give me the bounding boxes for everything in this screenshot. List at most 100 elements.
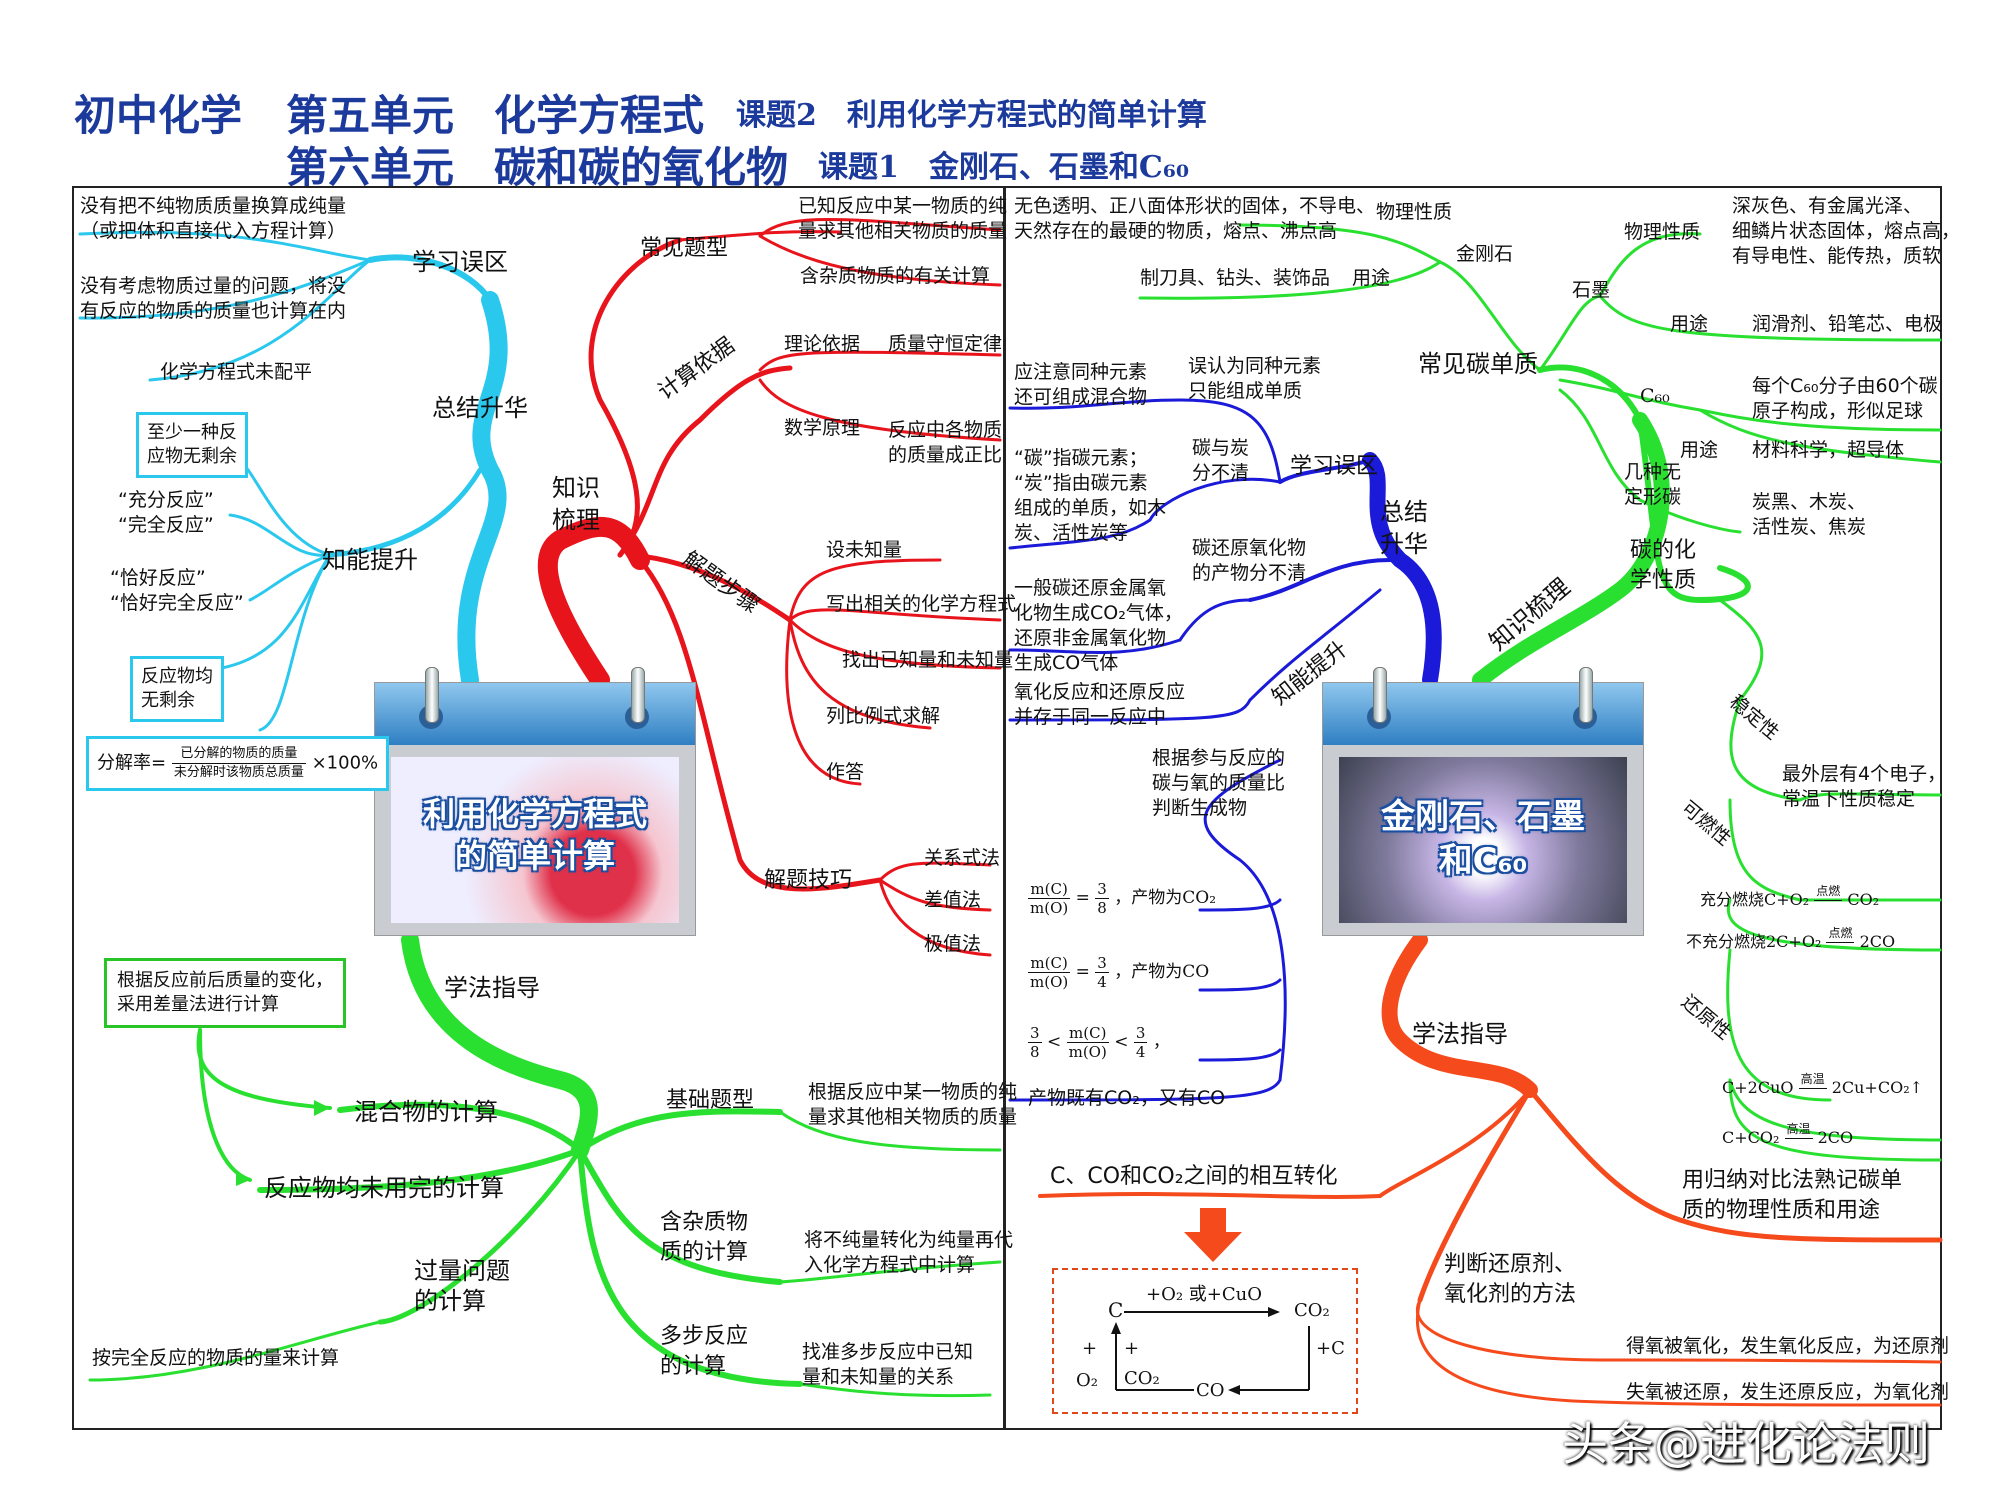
sm-wuli: 物理性质 xyxy=(1624,221,1701,243)
jgs-use: 制刀具、钻头、装饰品 xyxy=(1140,267,1331,289)
jiqiao-2: 差值法 xyxy=(924,889,982,911)
cycle-plus-c: +C xyxy=(1316,1338,1345,1359)
step-5: 作答 xyxy=(826,761,865,783)
wuqu-item-1: 没有把不纯物质质量换算成纯量（或把体积直接代入方程计算） xyxy=(80,195,347,242)
title-unit6: 第六单元 xyxy=(286,143,455,192)
zhuanhua-title: C、CO和CO₂之间的相互转化 xyxy=(1050,1164,1338,1189)
watermark: 头条@进化论法则 xyxy=(1562,1417,1930,1471)
branch-zhishi-shuli: 知识梳理 xyxy=(552,474,600,534)
guoliang-desc: 按完全反应的物质的量来计算 xyxy=(92,1347,340,1369)
branch-xuefa-zhidao: 学法指导 xyxy=(444,974,540,1002)
changjian-item-2: 含杂质物质的有关计算 xyxy=(800,265,991,287)
c60-use: 材料科学，超导体 xyxy=(1752,439,1905,461)
cycle-co2: CO₂ xyxy=(1294,1300,1330,1321)
cycle-plus-left: + xyxy=(1082,1338,1098,1359)
jichu-tixing: 基础题型 xyxy=(666,1088,755,1113)
yanghua-huanyuan: 氧化反应和还原反应并存于同一反应中 xyxy=(1014,681,1186,728)
wuqu-item-3: 化学方程式未配平 xyxy=(160,361,313,383)
zazhi-jisuan: 含杂质物质的计算 xyxy=(660,1210,749,1265)
ratio-3-result: 产物既有CO₂，又有CO xyxy=(1028,1087,1226,1109)
panduan-fangfa: 判断还原剂、氧化剂的方法 xyxy=(1444,1252,1577,1307)
title-lesson1: 课题1 金刚石、石墨和C₆₀ xyxy=(818,150,1190,185)
duobu-jisuan: 多步反应的计算 xyxy=(660,1324,749,1379)
sm-yongtu: 用途 xyxy=(1670,313,1709,335)
branch-right-zongjie: 总结升华 xyxy=(1380,498,1428,558)
step-2: 写出相关的化学方程式 xyxy=(826,593,1017,615)
ranshao-2: 不充分燃烧2C+O₂ 点燃 2CO xyxy=(1686,926,1896,951)
title-unit6-name: 碳和碳的氧化物 xyxy=(494,143,789,192)
note-box-2: 反应物均无剩余 xyxy=(130,656,224,722)
shimo: 石墨 xyxy=(1572,279,1611,301)
sm-use: 润滑剂、铅笔芯、电极 xyxy=(1752,313,1943,335)
cycle-plus-mid: + xyxy=(1124,1338,1140,1359)
calendar-ring-right xyxy=(631,667,645,723)
wuqu-1-left: 应注意同种元素还可组成混合物 xyxy=(1014,361,1148,408)
jingangshi: 金刚石 xyxy=(1456,243,1514,265)
wuqu-2-right: 碳与炭分不清 xyxy=(1192,437,1250,484)
cycle-condition: +O₂ 或+CuO xyxy=(1146,1284,1262,1305)
step-4: 列比例式求解 xyxy=(826,705,941,727)
weiyong-jisuan: 反应物均未用完的计算 xyxy=(264,1174,504,1202)
branch-jieti-jiqiao: 解题技巧 xyxy=(764,868,853,893)
sm-desc: 深灰色、有金属光泽、细鳞片状态固体，熔点高，有导电性、能传热，质软 xyxy=(1732,195,1961,267)
panduan-2: 失氧被还原，发生还原反应，为氧化剂 xyxy=(1626,1381,1950,1403)
step-3: 找出已知量和未知量 xyxy=(842,649,1014,671)
jiqiao-1: 关系式法 xyxy=(924,847,1001,869)
huanyuan-1: C+2CuO 高温 2Cu+CO₂↑ xyxy=(1722,1072,1924,1097)
jizhong-desc: 炭黑、木炭、活性炭、焦炭 xyxy=(1752,491,1867,538)
lilun-yiju: 理论依据 xyxy=(784,333,861,355)
hy-desc-right: 碳还原氧化物的产物分不清 xyxy=(1192,537,1307,584)
jizhong-wudingxing: 几种无定形碳 xyxy=(1624,461,1682,508)
zhengbi: 反应中各物质的质量成正比 xyxy=(888,419,1003,466)
branch-zongjie-shenghua: 总结升华 xyxy=(432,394,528,422)
jiqiao-3: 极值法 xyxy=(924,933,982,955)
cycle-o2: O₂ xyxy=(1076,1370,1098,1391)
calendar-ring-right xyxy=(1579,667,1593,723)
title-lesson2: 课题2 利用化学方程式的简单计算 xyxy=(736,98,1207,133)
calendar-ring-left xyxy=(1373,667,1387,723)
wending-desc: 最外层有4个电子，常温下性质稳定 xyxy=(1782,763,1947,810)
calendar-ring-left xyxy=(425,667,439,723)
tan-huaxue-xingzhi: 碳的化学性质 xyxy=(1630,538,1697,593)
wuqu-item-2: 没有考虑物质过量的问题，将没有反应的物质的质量也计算在内 xyxy=(80,275,347,322)
diamond-photo xyxy=(1339,757,1627,923)
right-center-calendar: 金刚石、石墨 和C₆₀ xyxy=(1322,667,1644,936)
jgs-desc: 无色透明、正八面体形状的固体，不导电、天然存在的最硬的物质，熔点、沸点高 xyxy=(1014,195,1376,242)
quote-qiahao: “恰好反应”“恰好完全反应” xyxy=(110,567,244,614)
divider-dashed xyxy=(1003,186,1006,1426)
left-center-title: 利用化学方程式 的简单计算 xyxy=(422,795,647,875)
hy-desc-left: 一般碳还原金属氧化物生成CO₂气体，还原非金属氧化物生成CO气体 xyxy=(1014,577,1183,674)
cycle-arrows xyxy=(1111,1307,1310,1395)
c60-yongtu: 用途 xyxy=(1680,439,1719,461)
branch-right-xuexi-wuqu: 学习误区 xyxy=(1290,454,1379,479)
zazhi-desc: 将不纯量转化为纯量再代入化学方程式中计算 xyxy=(804,1229,1014,1276)
chaliang-note: 根据反应前后质量的变化，采用差量法进行计算 xyxy=(104,958,346,1028)
c60: C₆₀ xyxy=(1640,385,1670,407)
genju-zhiliangbi: 根据参与反应的碳与氧的质量比判断生成物 xyxy=(1152,747,1286,819)
conversion-cycle-box: C +O₂ 或+CuO CO₂ + O₂ + CO₂ +C CO xyxy=(1052,1268,1358,1414)
title-subject: 初中化学 xyxy=(74,91,243,140)
right-center-title: 金刚石、石墨 和C₆₀ xyxy=(1381,797,1585,881)
branch-right-xuefa: 学法指导 xyxy=(1412,1020,1508,1048)
hunhewu-jisuan: 混合物的计算 xyxy=(354,1098,498,1126)
branch-changjian-tandanzhi: 常见碳单质 xyxy=(1418,350,1538,378)
note-box-1: 至少一种反应物无剩余 xyxy=(136,412,248,478)
title-unit5-name: 化学方程式 xyxy=(494,91,705,140)
branch-changjian-tixing: 常见题型 xyxy=(640,236,729,261)
lab-flask-photo xyxy=(391,757,679,923)
quote-chongfen: “充分反应”“完全反应” xyxy=(118,489,214,536)
guoliang-jisuan: 过量问题的计算 xyxy=(414,1257,510,1315)
guina-duibi: 用归纳对比法熟记碳单质的物理性质和用途 xyxy=(1682,1168,1903,1223)
zhiliang-shouheng: 质量守恒定律 xyxy=(888,333,1003,355)
c60-desc: 每个C₆₀分子由60个碳原子构成，形似足球 xyxy=(1752,375,1938,422)
wuqu-2-left: “碳”指碳元素；“炭”指由碳元素组成的单质，如木炭、活性炭等 xyxy=(1014,447,1167,544)
panduan-1: 得氧被氧化，发生氧化反应，为还原剂 xyxy=(1626,1335,1950,1357)
changjian-item-1: 已知反应中某一物质的纯量求其他相关物质的质量 xyxy=(798,195,1008,242)
branch-xuexi-wuqu: 学习误区 xyxy=(412,248,508,276)
title-unit5: 第五单元 xyxy=(286,91,455,140)
branch-zhineng-tisheng: 知能提升 xyxy=(322,546,418,574)
